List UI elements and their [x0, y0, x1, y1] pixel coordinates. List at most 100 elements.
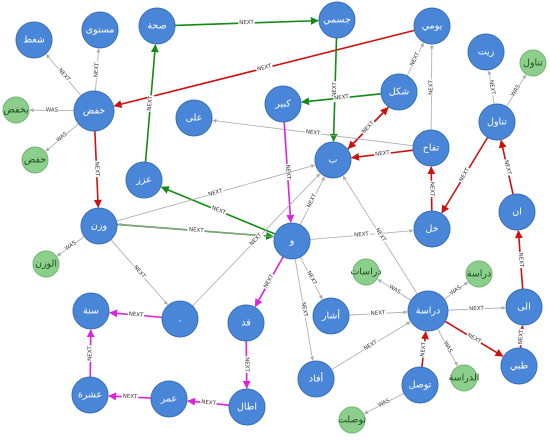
edge-wa-qad[interactable]: NEXT: [254, 256, 284, 308]
edge-ila-an[interactable]: NEXT: [514, 230, 525, 290]
node-tawassal[interactable]: توصل: [401, 366, 439, 404]
edge-wa-afad[interactable]: NEXT: [294, 258, 315, 361]
edge-tanawul-tanawul_g[interactable]: WAS: [506, 74, 527, 107]
edge-dirasa-alaldirasa_g[interactable]: WAS: [437, 328, 458, 367]
edge-wa-khall[interactable]: NEXT: [309, 228, 414, 240]
edge-jismi-bi[interactable]: NEXT: [329, 37, 339, 142]
node-wazn[interactable]: وزن: [80, 207, 118, 245]
node-khafd_g[interactable]: خفض: [21, 146, 49, 174]
node-sihha[interactable]: صحة: [138, 7, 176, 45]
node-atal[interactable]: اطال: [228, 388, 266, 426]
node-kabir[interactable]: كبير: [264, 85, 302, 123]
edge-khafd-wazn[interactable]: NEXT: [92, 130, 102, 208]
edge-dirasa-dirasa_g[interactable]: WAS: [443, 281, 468, 300]
edge-label-bg: [304, 128, 322, 138]
node-yukhaffid[interactable]: يخفض: [2, 96, 30, 124]
edge-khafd-mustawa[interactable]: NEXT: [92, 48, 102, 92]
node-circle: [125, 161, 163, 199]
edge-wa-wazn[interactable]: NEXT: [117, 222, 275, 238]
edge-tanawul-zayt[interactable]: NEXT: [486, 70, 497, 105]
edge-khall-tuffah[interactable]: NEXT: [427, 166, 436, 212]
edge-shakl-bi[interactable]: NEXT: [347, 106, 390, 150]
node-umr[interactable]: عمر: [150, 380, 188, 418]
edge-wa-azz[interactable]: NEXT: [160, 186, 276, 235]
node-azz[interactable]: عزز: [125, 161, 163, 199]
node-ashara[interactable]: عشرة: [71, 376, 109, 414]
node-ashar[interactable]: أشار: [312, 297, 350, 335]
edge-label: NEXT: [94, 62, 101, 78]
edge-label-group: NEXT: [361, 338, 380, 354]
edge-label-group: NEXT: [353, 230, 370, 240]
node-circle: [150, 380, 188, 418]
edge-umr-ashara[interactable]: NEXT: [108, 392, 152, 401]
node-khall[interactable]: خل: [413, 210, 451, 248]
node-khafd[interactable]: خفض: [73, 90, 115, 132]
edge-tawassal-dirasa[interactable]: NEXT: [419, 331, 429, 368]
edge-tuffah-ala[interactable]: NEXT: [212, 118, 414, 147]
edge-azz-sihha[interactable]: NEXT: [144, 44, 159, 163]
edge-dirasa-ila[interactable]: NEXT: [447, 305, 506, 313]
edge-wa-bi[interactable]: NEXT: [299, 176, 325, 226]
edge-yawmi-khafd[interactable]: NEXT: [113, 29, 415, 109]
node-circle: [450, 364, 478, 392]
node-ala[interactable]: على: [175, 99, 213, 137]
node-sana[interactable]: سنة: [72, 292, 110, 330]
edge-tibbi-ila[interactable]: NEXT: [517, 325, 526, 349]
edge-ashar-dirasa[interactable]: NEXT: [348, 309, 408, 318]
edge-khafd-shaghat[interactable]: NEXT: [45, 54, 82, 96]
edge-atal-umr[interactable]: NEXT: [187, 397, 230, 408]
node-bi[interactable]: ب: [314, 141, 352, 179]
node-alaldirasa_g[interactable]: الدراسة: [449, 364, 480, 392]
node-shakl[interactable]: شكل: [380, 73, 418, 111]
edge-wazn-alwazn_g[interactable]: WAS: [57, 236, 85, 257]
edge-label-group: NEXT: [86, 345, 95, 362]
edge-wa-ashar[interactable]: NEXT: [299, 256, 323, 300]
node-dot[interactable]: .: [161, 300, 199, 338]
edge-dot-sana[interactable]: NEXT: [109, 309, 163, 320]
edge-wazn-dot[interactable]: NEXT: [110, 239, 168, 305]
node-mustawa[interactable]: مستوى: [81, 11, 119, 49]
edge-label: NEXT: [147, 95, 154, 111]
node-label: أشار: [321, 309, 340, 322]
edge-label: NEXT: [239, 20, 254, 27]
node-shaghat[interactable]: شغط: [15, 21, 53, 59]
edge-qad-atal[interactable]: NEXT: [242, 340, 251, 389]
node-jismi[interactable]: جسمي: [318, 1, 356, 39]
node-dirasa[interactable]: دراسة: [407, 290, 449, 332]
node-wa[interactable]: و: [273, 222, 311, 260]
node-ila[interactable]: الى: [505, 288, 543, 326]
edge-label-group: WAS: [376, 397, 392, 410]
edge-label: NEXT: [354, 231, 370, 238]
edge-tuffah-yawmi[interactable]: NEXT: [427, 44, 436, 131]
node-afad[interactable]: أفاد: [297, 360, 335, 398]
edge-ashara-sana[interactable]: NEXT: [86, 329, 95, 378]
edge-tuffah-bi[interactable]: NEXT: [351, 149, 414, 161]
node-qad[interactable]: قد: [227, 304, 265, 342]
node-tibbi[interactable]: طبي: [500, 347, 538, 385]
node-tuffah[interactable]: تفاح: [412, 129, 450, 167]
node-tawassalat_g[interactable]: توصلت: [338, 406, 366, 434]
node-alwazn_g[interactable]: الوزن: [32, 250, 60, 278]
node-dirasat_g[interactable]: دراسات: [350, 258, 382, 286]
edge-label-bg: [448, 284, 464, 298]
edge-khafd-yukhaffid[interactable]: WAS: [29, 106, 75, 115]
node-yawmi[interactable]: يومي: [413, 7, 451, 45]
edge-label: WAS: [449, 284, 463, 296]
edge-tawassal-tawassalat_g[interactable]: WAS: [364, 392, 405, 414]
edge-wazn-bi[interactable]: NEXT: [116, 164, 316, 222]
edge-shakl-yawmi[interactable]: NEXT: [406, 42, 424, 77]
edge-khafd-khafd_g[interactable]: WAS: [45, 123, 79, 152]
node-tanawul_g[interactable]: تناول: [519, 49, 547, 77]
edge-dirasa-dirasat_g[interactable]: WAS: [377, 279, 412, 301]
node-circle: [500, 347, 538, 385]
edge-shakl-kabir[interactable]: NEXT: [301, 93, 382, 106]
edge-label-bg: [427, 180, 436, 198]
node-an[interactable]: ان: [498, 193, 536, 231]
edge-dirasa-tibbi[interactable]: NEXT: [444, 320, 504, 357]
node-dirasa_g[interactable]: دراسة: [465, 260, 493, 288]
edge-sihha-jismi[interactable]: NEXT: [174, 16, 319, 27]
edge-an-tanawul[interactable]: NEXT: [498, 139, 514, 195]
node-tanawul[interactable]: تناول: [478, 103, 516, 141]
node-zayt[interactable]: زيت: [467, 33, 505, 71]
